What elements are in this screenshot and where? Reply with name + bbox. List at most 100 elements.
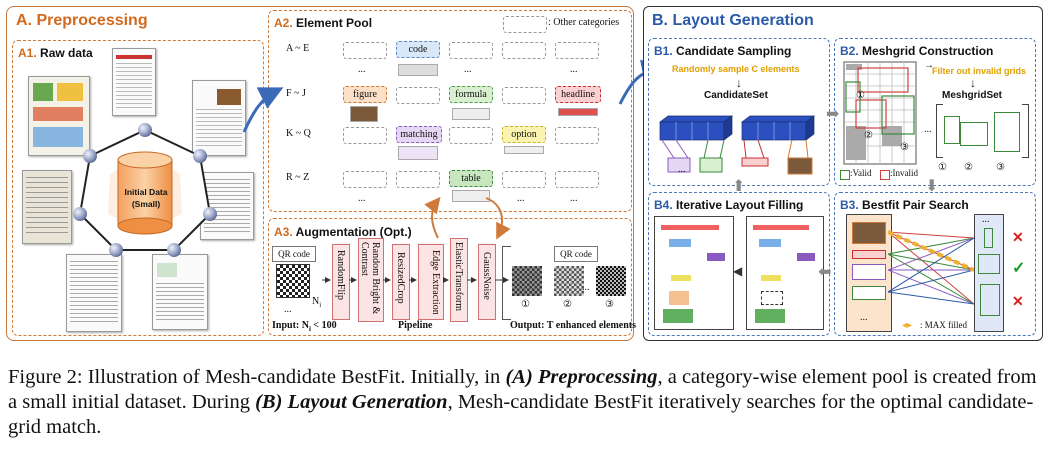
empty-slot <box>502 87 546 104</box>
meshgrid-diagram <box>843 61 917 165</box>
augmentation-title: A3. Augmentation (Opt.) <box>274 225 412 239</box>
chip-matching: matching <box>396 126 442 143</box>
grid-slot <box>980 284 1000 316</box>
node <box>167 243 181 257</box>
doc-thumbnail <box>22 170 72 244</box>
arrow-right-icon: ➡ <box>826 106 840 123</box>
candidate-sampling-title: B1. Candidate Sampling <box>654 44 792 58</box>
table-candidate <box>852 286 886 300</box>
ellipsis: ... <box>982 214 990 225</box>
op-label: GaussNoise <box>481 252 492 300</box>
bestfit-search-box <box>834 192 1036 336</box>
max-filled-arrow-icon: ◂▸ <box>902 320 913 331</box>
grid-index: ③ <box>900 142 909 153</box>
raw-data-title: A1. Raw data <box>18 46 93 60</box>
node <box>138 123 152 137</box>
qr-variant-icon <box>512 266 542 296</box>
qr-label: QR code <box>272 246 316 262</box>
figure-candidate <box>852 222 886 244</box>
ellipsis: ... <box>582 282 590 293</box>
empty-slot <box>343 171 387 188</box>
grid-candidate <box>960 122 988 146</box>
grid-index: ③ <box>996 162 1005 173</box>
grid-index: ① <box>938 162 947 173</box>
arrow-left-icon: ◀ <box>733 264 743 278</box>
headline-candidate <box>852 250 886 259</box>
row-label: R ~ Z <box>286 172 310 183</box>
code-thumbnail <box>398 64 438 76</box>
iterative-filling-title: B4. Iterative Layout Filling <box>654 198 804 212</box>
empty-slot <box>396 171 440 188</box>
valid-legend-box <box>840 170 850 180</box>
op-label: Edge Extraction <box>430 250 441 315</box>
qr-variant-icon <box>554 266 584 296</box>
meshgrid-construction-title: B2. Meshgrid Construction <box>840 44 994 58</box>
input-label: Input: Ni < 100 <box>272 320 337 333</box>
ellipsis: ... <box>358 64 366 75</box>
sample-note: Randomly sample C elements <box>672 64 800 74</box>
empty-slot <box>555 171 599 188</box>
op-label: ElasticTransform <box>453 242 464 312</box>
arrow-down-icon: ⬇ <box>925 178 939 195</box>
qr-label: QR code <box>554 246 598 262</box>
ellipsis: ... <box>678 164 686 175</box>
candidate-sampling-box <box>648 38 830 186</box>
empty-slot <box>502 42 546 59</box>
chip-headline: headline <box>555 86 601 103</box>
node <box>73 207 87 221</box>
ni-count: Ni <box>312 296 322 309</box>
op-gauss-noise <box>478 244 496 320</box>
doc-thumbnail <box>66 254 122 332</box>
cross-icon: ✕ <box>1012 231 1024 246</box>
empty-slot <box>555 127 599 144</box>
matching-thumbnail <box>398 146 438 160</box>
row-label: F ~ J <box>286 88 306 99</box>
arrow-right-icon: → <box>924 60 934 71</box>
candidate-set-label: CandidateSet <box>704 90 768 101</box>
op-resized-crop <box>392 244 410 320</box>
empty-slot <box>555 42 599 59</box>
grid-slot <box>984 228 993 248</box>
qr-code-icon <box>276 264 310 298</box>
cross-icon: ✕ <box>1012 295 1024 310</box>
layout-canvas-final <box>654 216 734 330</box>
arrow-left-icon: ⬅ <box>818 264 832 281</box>
chip-formula: formula <box>449 86 493 103</box>
ellipsis: ... <box>517 193 525 204</box>
ellipsis: ... <box>284 304 292 315</box>
pair-search-lines <box>888 230 974 305</box>
op-label: RandomFlip <box>335 250 346 301</box>
iterative-filling-box <box>648 192 830 336</box>
raw-data-box <box>12 40 264 336</box>
headline-thumbnail <box>558 108 598 116</box>
other-category-legend: : Other categories <box>548 17 620 28</box>
arrow-up-icon: ⬆ <box>732 178 746 195</box>
empty-slot <box>396 87 440 104</box>
filter-note: Filter out invalid grids <box>932 66 1027 76</box>
qr-variant-icon <box>596 266 626 296</box>
matching-candidate <box>852 264 886 280</box>
candidate-cubes <box>658 115 816 175</box>
bestfit-search-title: B3. Bestfit Pair Search <box>840 198 969 212</box>
row-label: A ~ E <box>286 43 310 54</box>
row-label: K ~ Q <box>286 128 311 139</box>
pipeline-arrows <box>321 277 509 283</box>
node <box>109 243 123 257</box>
op-label: ResizedCrop <box>395 252 406 304</box>
arrow-down-icon: ↓ <box>736 76 742 90</box>
pipeline-label: Pipeline <box>398 320 433 331</box>
ellipsis: ... <box>860 312 868 323</box>
output-index: ③ <box>605 299 614 310</box>
option-thumbnail <box>504 146 544 154</box>
doc-thumbnail <box>192 80 246 156</box>
other-category-legend-box <box>503 16 547 33</box>
grid-index: ② <box>964 162 973 173</box>
ellipsis: ... <box>570 64 578 75</box>
augmentation-box <box>268 218 632 336</box>
layout-generation-title: B. Layout Generation <box>652 12 814 29</box>
formula-thumbnail <box>452 108 490 120</box>
node <box>203 207 217 221</box>
ellipsis: ... <box>570 193 578 204</box>
initial-data-label: Initial Data(Small) <box>124 187 168 209</box>
empty-slot <box>449 127 493 144</box>
